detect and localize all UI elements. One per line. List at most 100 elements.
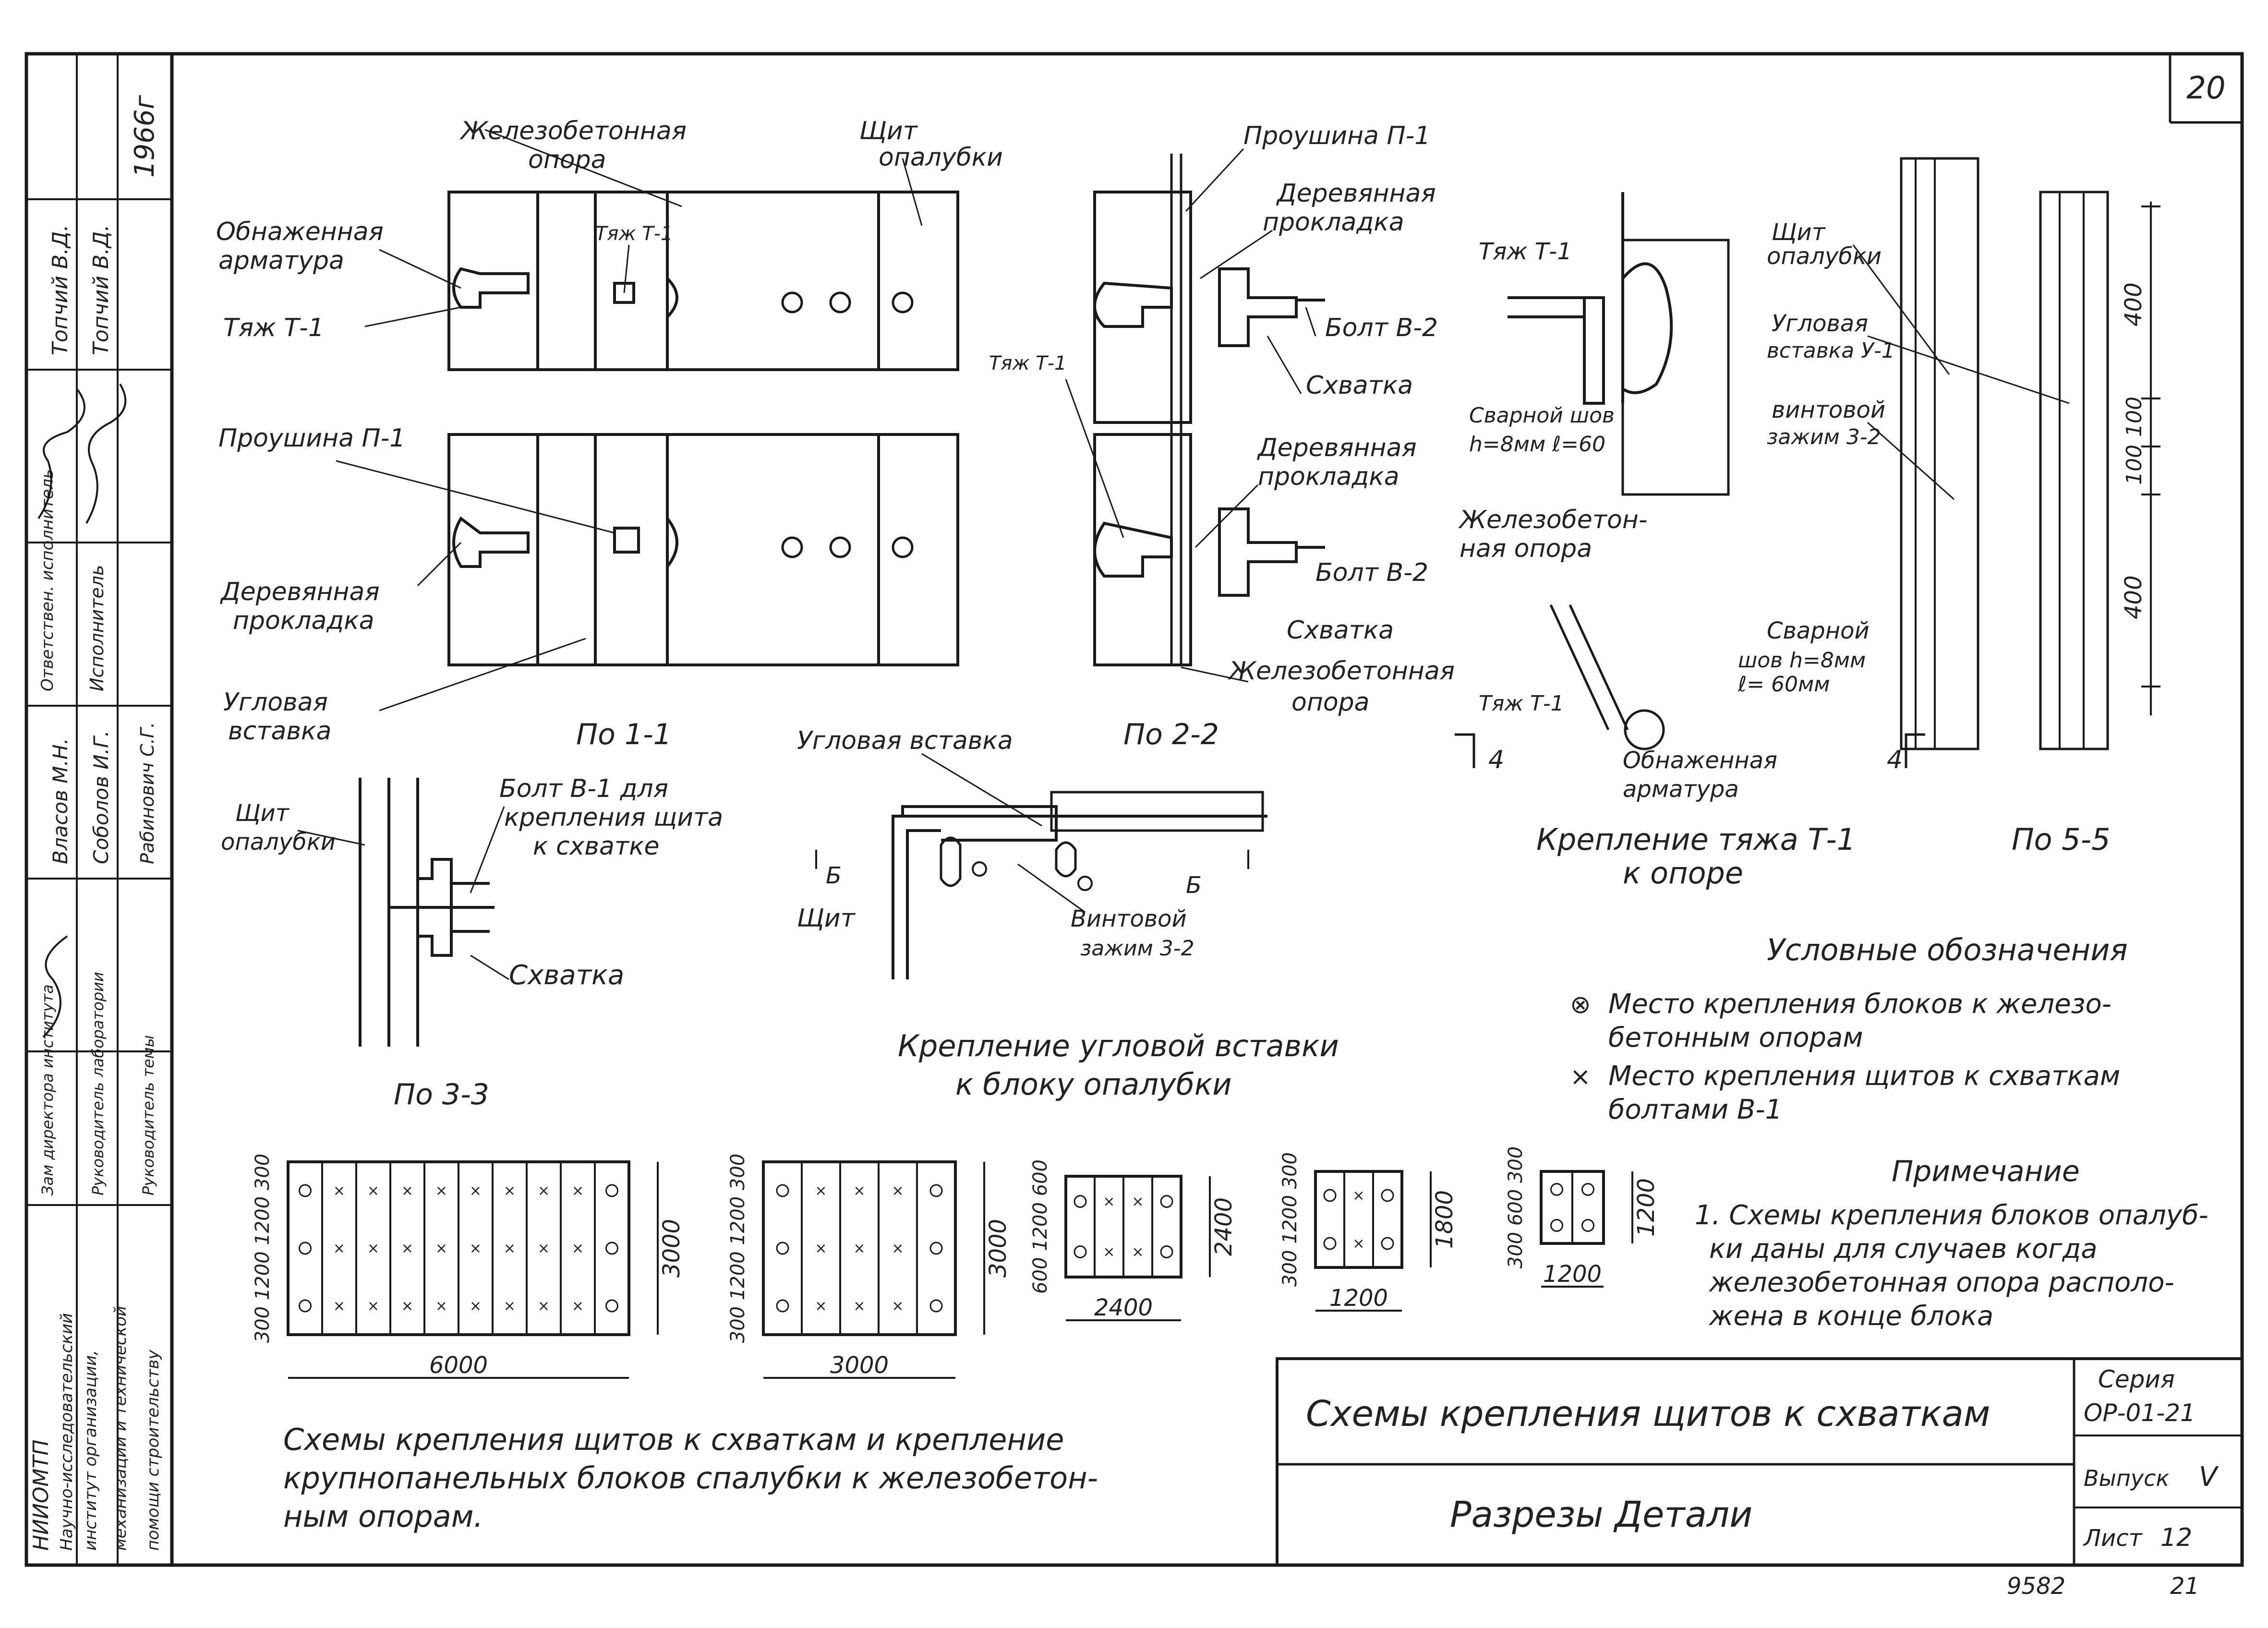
stamp-org-5: помощи строительству	[144, 1350, 163, 1551]
panel-fastening-mark: ×	[853, 1182, 865, 1199]
label-td-1: Тяж Т-1	[1479, 238, 1572, 265]
panel-fastening-mark: ×	[504, 1182, 516, 1199]
panel-fastening-mark: ×	[367, 1298, 379, 1314]
block-fastening-mark	[1581, 1183, 1594, 1196]
vertical-dimensions-label: 300 1200 1200 300	[727, 1154, 749, 1343]
panel-fastening-mark: ×	[815, 1298, 827, 1314]
signature-2	[85, 383, 127, 524]
panel-fastening-mark: ×	[815, 1240, 827, 1257]
panel-fastening-mark: ×	[401, 1298, 413, 1314]
label-22-3: прокладка	[1263, 208, 1404, 237]
view-3-3: Щит опалубки Болт В-1 для крепления щита…	[221, 774, 723, 1111]
label-22-2: Деревянная	[1276, 179, 1436, 208]
scheme-frame	[762, 1160, 957, 1336]
panel-fastening-mark: ×	[333, 1298, 345, 1314]
panel-fastening-mark: ×	[333, 1240, 345, 1257]
height-dimension-label: 1200	[1633, 1178, 1660, 1237]
block-fastening-mark	[1381, 1189, 1394, 1202]
legend-title: Условные обозначения	[1767, 932, 2128, 967]
block-fastening-mark	[929, 1184, 943, 1197]
label-33-1: Щит	[235, 800, 290, 827]
side-stamp: 1966г Топчий В.Д. Топчий В.Д. Ответствен…	[26, 54, 172, 1565]
block-fastening-mark	[605, 1184, 618, 1197]
panel-fastening-mark: ×	[401, 1240, 413, 1257]
label-td-9: Тяж Т-1	[1479, 691, 1564, 716]
panel-fastening-mark: ×	[892, 1298, 904, 1314]
block-fastening-mark	[1323, 1237, 1337, 1250]
vertical-dimensions-label: 300 600 300	[1505, 1146, 1527, 1268]
stamp-role-2: Исполнитель	[86, 565, 108, 691]
label-ci-1: Угловая вставка	[797, 726, 1013, 755]
label-ci-6: зажим 3-2	[1080, 936, 1194, 961]
stamp-name-1: Топчий В.Д.	[48, 225, 72, 355]
panel-fastening-mark: ×	[401, 1182, 413, 1199]
bottom-caption: Схемы крепления щитов к схваткам и крепл…	[283, 1422, 1098, 1534]
block-fastening-mark	[1550, 1219, 1563, 1232]
block-fastening-mark	[299, 1299, 312, 1313]
legend-item-2-line1: Место крепления щитов к схваткам	[1608, 1061, 2120, 1092]
label-55-4: вставка У-1	[1767, 338, 1895, 363]
height-dimension-label: 2400	[1210, 1197, 1237, 1256]
stamp-role-5: Руководитель темы	[139, 1035, 157, 1195]
label-22-4: Болт В-2	[1325, 314, 1438, 342]
block-fastening-mark	[1581, 1219, 1594, 1232]
panel-fastening-mark: ×	[572, 1298, 584, 1314]
panel-fastening-mark: ×	[815, 1182, 827, 1199]
block-fastening-mark	[776, 1184, 789, 1197]
corner-caption-1: Крепление угловой вставки	[898, 1028, 1339, 1063]
width-dimension-label: 1200	[1329, 1285, 1388, 1312]
sheet-value: 12	[2160, 1523, 2192, 1552]
block-fastening-mark	[1074, 1245, 1087, 1258]
label-22-11: Железобетонная	[1228, 657, 1455, 686]
tie-caption-2: к опоре	[1623, 856, 1743, 891]
label-55-2: опалубки	[1767, 243, 1882, 270]
height-dimension-label: 1800	[1431, 1190, 1458, 1249]
label-11-12: Угловая	[223, 688, 328, 717]
label-22-1: Проушина П-1	[1243, 121, 1430, 150]
label-11-8: Тяж Т-1	[595, 223, 673, 245]
sheet-frame: 20	[24, 52, 2244, 1567]
width-dimension-label: 3000	[830, 1352, 889, 1379]
block-fastening-mark	[1074, 1195, 1087, 1208]
panel-fastening-mark: ×	[1132, 1244, 1144, 1261]
block-fastening-mark	[776, 1299, 789, 1313]
legend-symbol-2: ×	[1570, 1062, 1591, 1091]
width-dimension-label: 1200	[1543, 1261, 1602, 1288]
stamp-name-3: Власов М.Н.	[48, 738, 72, 864]
label-55-1: Щит	[1772, 219, 1826, 246]
panel-fastening-mark: ×	[435, 1240, 447, 1257]
legend: Условные обозначения ⊗ Место крепления б…	[1570, 932, 2128, 1125]
note-line-3: железобетонная опора располо-	[1708, 1267, 2174, 1298]
stamp-org-4: механизации и технической	[111, 1306, 130, 1551]
block-fastening-mark	[605, 1299, 618, 1313]
view-5-5: 400 100 100 400 Щит опалубки Угловая вст…	[1767, 157, 2160, 857]
panel-fastening-mark: ×	[504, 1298, 516, 1314]
view-3-3-label: По 3-3	[394, 1078, 489, 1111]
panel-fastening-mark: ×	[572, 1240, 584, 1257]
block-fastening-mark	[299, 1242, 312, 1255]
panel-fastening-mark: ×	[538, 1298, 550, 1314]
panel-fastening-mark: ×	[572, 1182, 584, 1199]
label-11-7: Тяж Т-1	[223, 314, 324, 342]
corner-insert: Угловая вставка Б Б Щит Винтовой зажим 3…	[797, 726, 1339, 1102]
dim-55-1: 400	[2120, 282, 2147, 326]
label-55-5: винтовой	[1772, 397, 1885, 423]
label-11-10: Деревянная	[220, 578, 380, 606]
legend-item-1-line2: бетонным опорам	[1608, 1022, 1863, 1053]
stamp-org-3: институт организации,	[81, 1350, 100, 1551]
block-fastening-mark	[776, 1242, 789, 1255]
label-td-5: ная опора	[1460, 534, 1592, 563]
panel-fastening-mark: ×	[367, 1240, 379, 1257]
label-td-12: 4	[1488, 746, 1504, 774]
dim-55-3: 100	[2122, 445, 2147, 485]
tie-caption-1: Крепление тяжа Т-1	[1536, 822, 1856, 857]
panel-fastening-mark: ×	[470, 1182, 482, 1199]
sheet-title: Схемы крепления щитов к схваткам	[1306, 1393, 1991, 1435]
sheet-label: Лист	[2083, 1525, 2143, 1552]
title-block: Схемы крепления щитов к схваткам Разрезы…	[1276, 1357, 2244, 1600]
panel-fastening-mark: ×	[1103, 1244, 1115, 1261]
note-line-1: 1. Схемы крепления блоков опалуб-	[1695, 1200, 2208, 1231]
panel-fastening-mark: ×	[435, 1298, 447, 1314]
label-33-5: к схватке	[533, 832, 660, 861]
stamp-org-2: Научно-исследовательский	[57, 1313, 76, 1551]
